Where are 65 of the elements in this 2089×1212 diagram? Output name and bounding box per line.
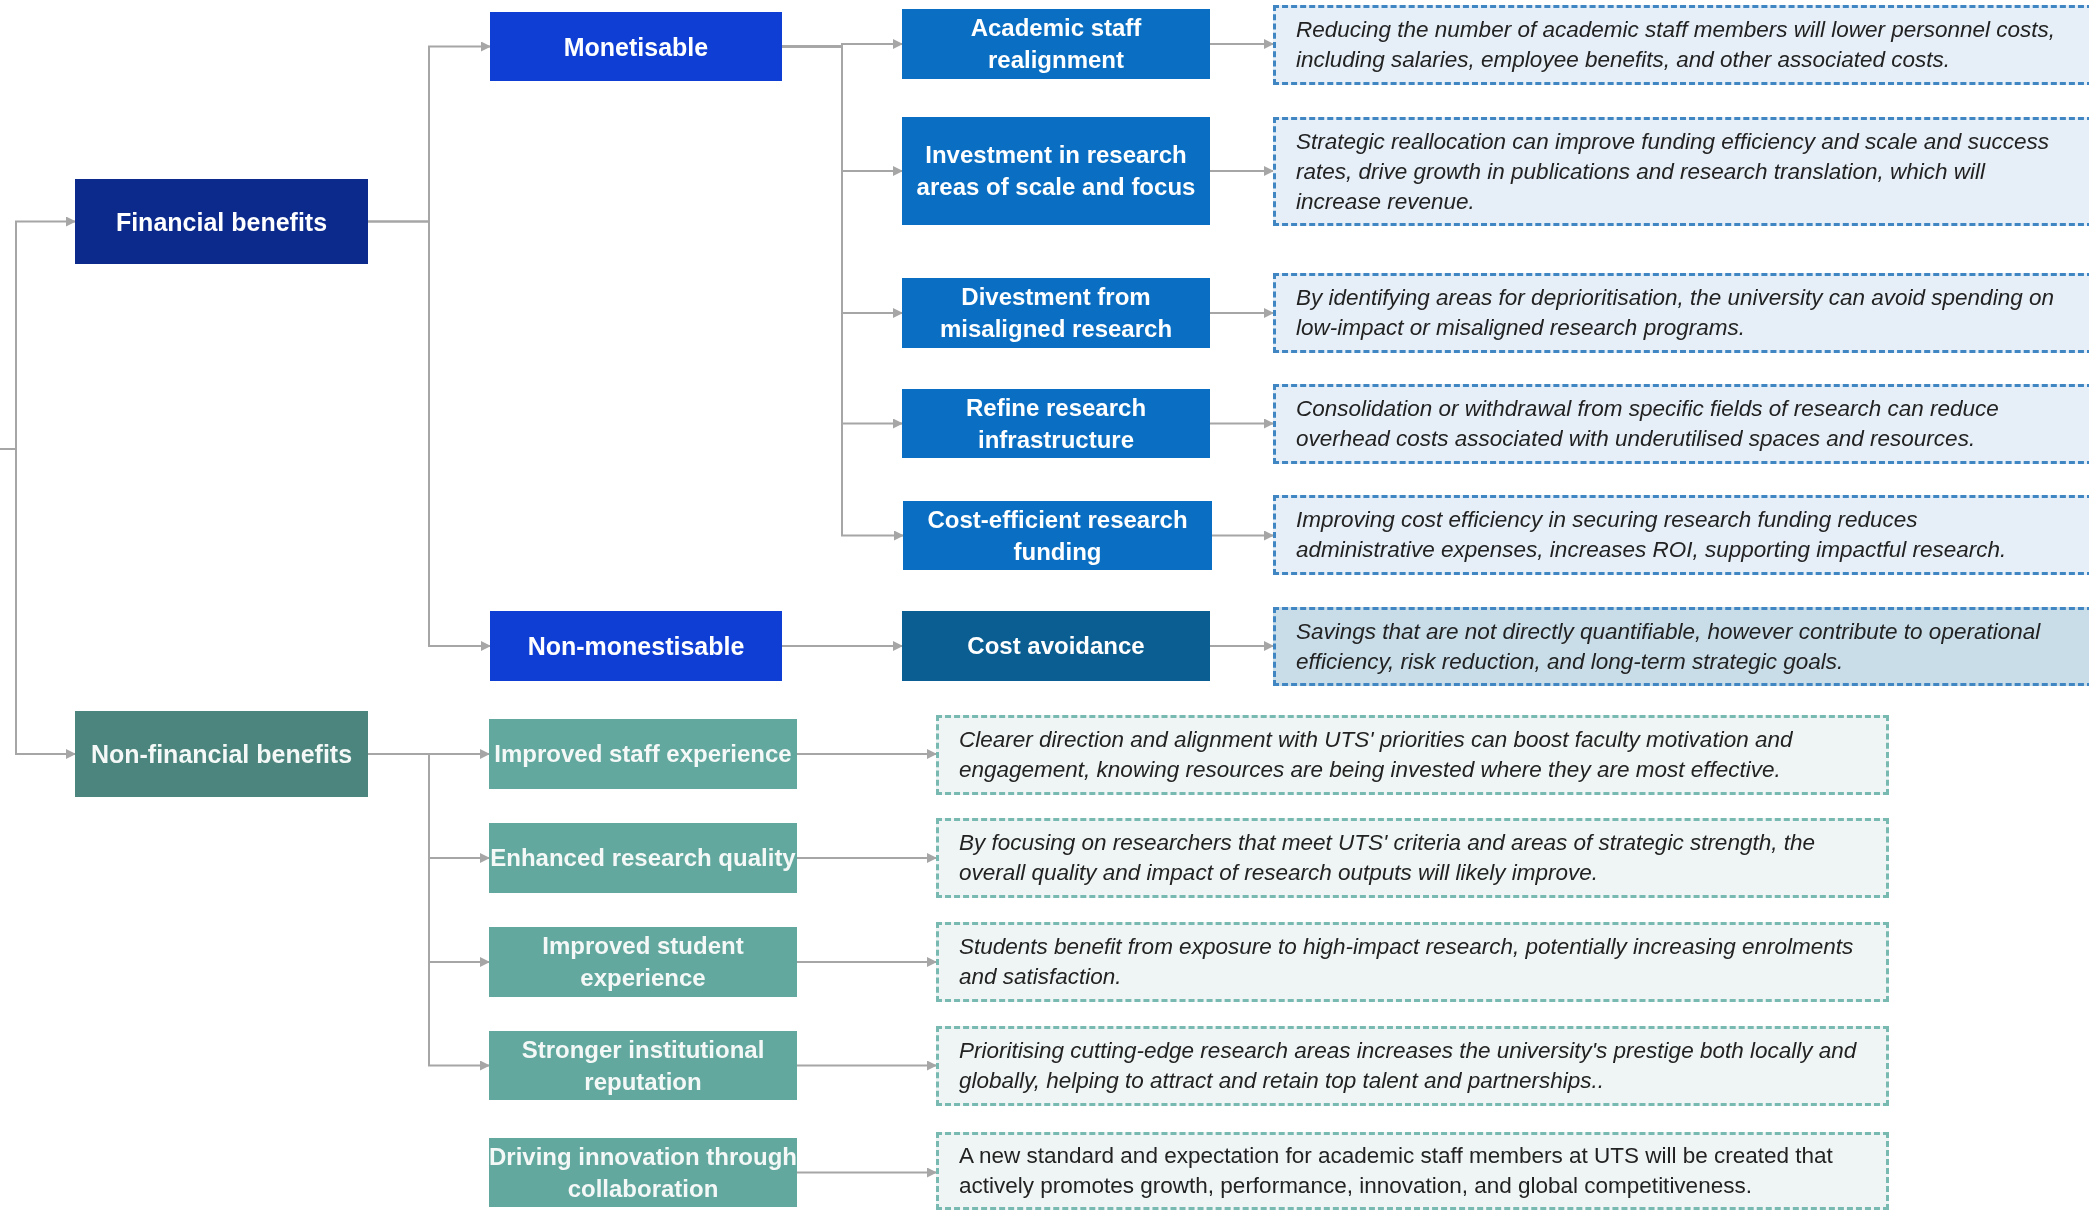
connector-arrow [1209, 308, 1274, 318]
box-text: Students benefit from exposure to high-impact research, potentially increasing enrolments and satisfaction. [959, 933, 1855, 991]
box-text: Academic staff realignment [969, 13, 1143, 75]
connector-arrow [796, 957, 937, 967]
description-box [1273, 5, 2089, 85]
benefit-box [489, 1031, 797, 1100]
box-text: Non-financial benefits [89, 739, 354, 770]
box-text: By focusing on researchers that meet UTS' criteria and areas of strategic strength, the overall quality and impact of research outputs will likely improve. [959, 829, 1816, 887]
benefit-box [489, 719, 797, 789]
category-box [75, 179, 368, 264]
description-box [936, 818, 1889, 898]
description-box [1273, 495, 2089, 575]
box-text: Consolidation or withdrawal from specific fields of research can reduce overhead costs associated with underutilised spaces and resources. [1296, 395, 2000, 453]
connector-arrow [796, 749, 937, 759]
benefit-box [902, 9, 1210, 79]
box-text: Improved student experience [541, 931, 745, 993]
benefit-box [903, 501, 1212, 570]
subcategory-box [490, 611, 782, 681]
box-text: Refine research infrastructure [964, 392, 1148, 455]
description-box [1273, 273, 2089, 353]
box-text: Clearer direction and alignment with UTS' priorities can boost faculty motivation and engagement, knowing resources are being invested where they are most effective. [959, 726, 1794, 784]
box-text: By identifying areas for deprioritisation, the university can avoid spending on low-impact or misaligned research programs. [1296, 284, 2055, 342]
box-text: Strategic reallocation can improve funding efficiency and scale and success rates, drive growth in publications and research translation, which will increase revenue. [1296, 127, 2050, 216]
connector-arrow [367, 220, 491, 651]
category-box [75, 711, 368, 797]
connector-arrow [1209, 39, 1274, 49]
box-text: Improving cost efficiency in securing research funding reduces administrative expenses, increases ROI, supporting impactful research. [1296, 506, 2008, 564]
connector-arrow [1211, 530, 1274, 541]
box-text: Reducing the number of academic staff members will lower personnel costs, including salaries, employee benefits, and other associated costs. [1296, 16, 2057, 74]
description-box [1273, 607, 2089, 686]
description-box [1273, 117, 2089, 226]
connector-arrow [796, 853, 937, 863]
box-text: Cost-efficient research funding [926, 504, 1189, 567]
benefit-box [489, 927, 797, 997]
box-text: Cost avoidance [966, 631, 1146, 661]
description-box [936, 922, 1889, 1002]
benefit-box [902, 278, 1210, 348]
benefit-box [489, 823, 797, 893]
box-text: Prioritising cutting-edge research areas increases the university's prestige both locally and globally, helping to attract and retain top talent and partnerships.. [959, 1037, 1858, 1095]
description-box [936, 1026, 1889, 1106]
box-text: Stronger institutional reputation [520, 1034, 766, 1097]
box-text: Divestment from misaligned research [938, 282, 1174, 344]
box-text: Driving innovation through collaboration [489, 1141, 797, 1204]
benefit-box [902, 117, 1210, 225]
box-text: A new standard and expectation for academic staff members at UTS will be created that actively promotes growth, performance, innovation, and global competitiveness. [959, 1142, 1834, 1200]
connector-arrow [781, 641, 903, 651]
connector-arrow [796, 1167, 937, 1178]
connector-arrow [0, 448, 76, 759]
description-box [1273, 384, 2089, 464]
box-text: Monetisable [562, 31, 710, 63]
box-text: Improved staff experience [493, 739, 793, 769]
box-text: Investment in research areas of scale and focus [915, 140, 1197, 202]
connector-arrow [1209, 418, 1274, 429]
benefit-box [902, 611, 1210, 681]
description-box [936, 715, 1889, 795]
connector-arrow [796, 1060, 937, 1071]
box-text: Enhanced research quality [489, 843, 797, 873]
benefit-box [902, 389, 1210, 458]
description-box [936, 1132, 1889, 1210]
box-text: Non-monestisable [526, 631, 746, 662]
connector-arrow [1209, 166, 1274, 176]
box-text: Savings that are not directly quantifiable, however contribute to operational efficiency, risk reduction, and long-term strategic goals. [1296, 617, 2042, 676]
subcategory-box [490, 12, 782, 81]
box-text: Financial benefits [114, 206, 329, 238]
connector-arrow [1209, 641, 1274, 651]
